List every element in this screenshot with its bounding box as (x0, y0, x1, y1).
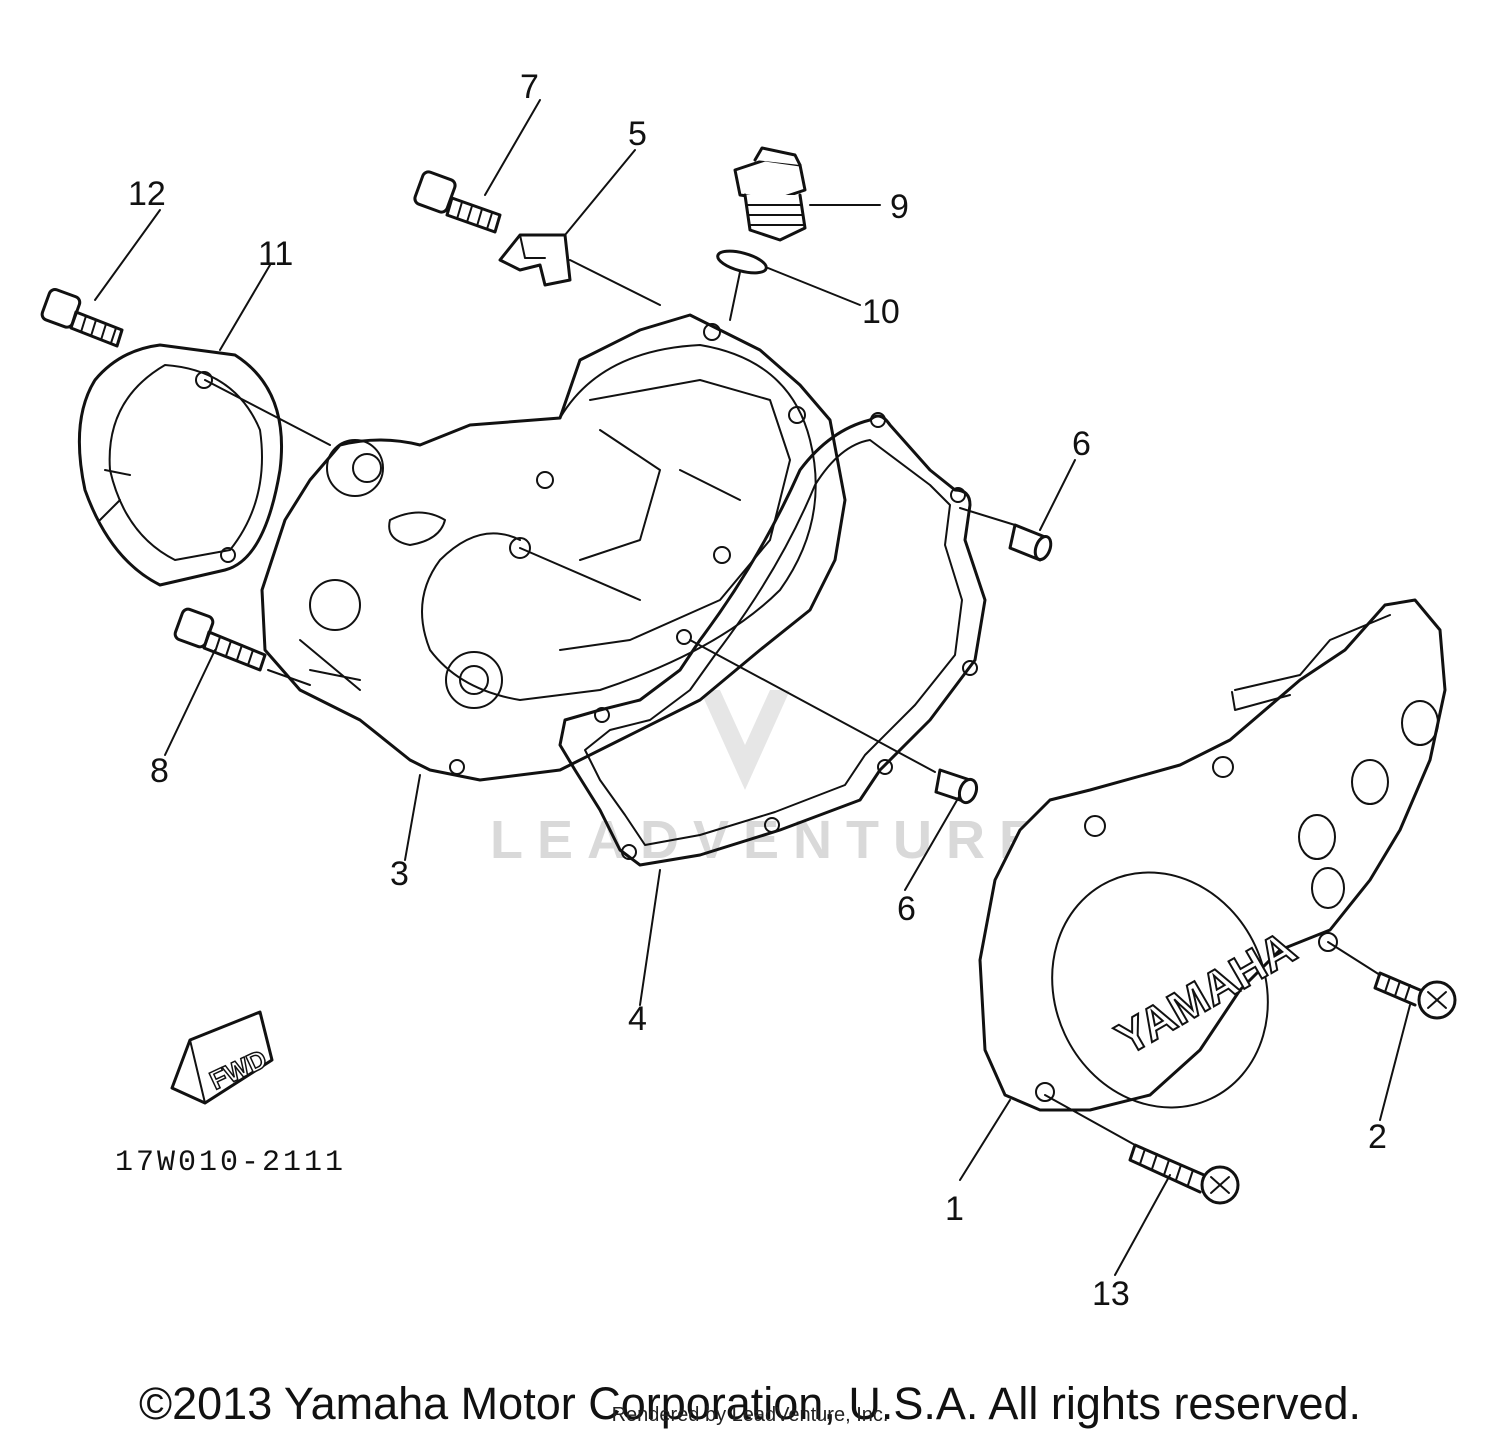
part-2-screw[interactable] (1373, 971, 1457, 1020)
part-11-cover-ring[interactable] (77, 343, 284, 587)
fwd-arrow: FWD (170, 1010, 274, 1105)
callout-13: 13 (1092, 1275, 1130, 1313)
part-3-crankcase-cover[interactable] (260, 313, 847, 782)
leader-lines (94, 99, 1411, 1276)
callout-8: 8 (150, 752, 169, 790)
part-5-clamp[interactable] (498, 233, 572, 287)
callout-labels: 7 5 9 10 12 11 6 6 8 3 4 1 2 13 (128, 68, 1387, 1313)
callout-5: 5 (628, 115, 647, 153)
diagram-code: 17W010-2111 (115, 1146, 346, 1180)
callout-6-upper: 6 (1072, 425, 1091, 463)
part-10-o-ring[interactable] (716, 247, 769, 277)
callout-12: 12 (128, 175, 166, 213)
callout-2: 2 (1368, 1118, 1387, 1156)
callout-4: 4 (628, 1000, 647, 1038)
callout-10: 10 (862, 293, 900, 331)
rendered-by-note: Rendered by LeadVenture, Inc. (611, 1404, 889, 1426)
part-9-filler-plug[interactable] (733, 146, 807, 242)
part-6-dowel-lower[interactable] (934, 768, 980, 805)
part-7-bolt[interactable] (413, 170, 502, 234)
callout-7: 7 (520, 68, 539, 106)
callout-1: 1 (945, 1190, 964, 1228)
part-12-bolt[interactable] (40, 288, 124, 348)
watermark-text: LEADVENTURE (490, 810, 1049, 870)
callout-9: 9 (890, 188, 909, 226)
watermark: LEADVENTURE (490, 690, 1049, 870)
callout-11: 11 (258, 235, 293, 273)
callout-3: 3 (390, 855, 409, 893)
part-8-bolt[interactable] (173, 607, 267, 672)
part-6-dowel-upper[interactable] (1008, 523, 1054, 562)
part-13-screw[interactable] (1128, 1143, 1240, 1205)
part-4-gasket[interactable] (558, 412, 987, 867)
copyright-notice: ©2013 Yamaha Motor Corporation, U.S.A. A… (138, 1378, 1362, 1429)
callout-6-lower: 6 (897, 890, 916, 928)
part-1-side-cover[interactable]: YAMAHA (978, 598, 1447, 1143)
